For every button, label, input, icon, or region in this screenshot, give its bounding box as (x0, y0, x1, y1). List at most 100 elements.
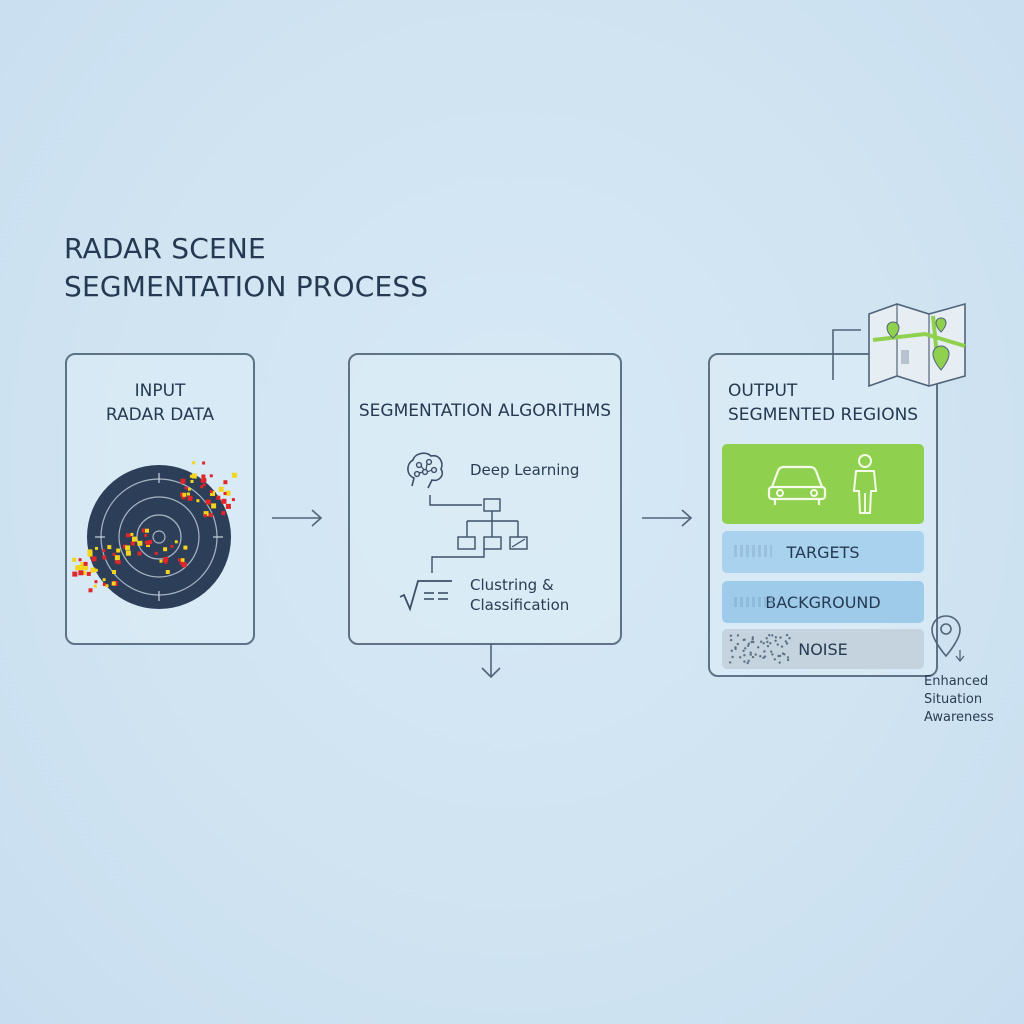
radar-echo (209, 513, 213, 518)
algorithms-title: SEGMENTATION ALGORITHMS (358, 401, 612, 421)
radar-echo (84, 566, 88, 571)
output-title-line-1: OUTPUT (728, 381, 798, 401)
enhanced-line-1: Enhanced (924, 674, 989, 689)
radar-echo (189, 474, 193, 478)
radar-echo (187, 495, 193, 501)
radar-echo (205, 499, 211, 505)
radar-echo (187, 492, 190, 496)
radar-echo (163, 547, 168, 552)
radar-echo (72, 571, 78, 577)
radar-echo (181, 495, 186, 500)
radar-echo (144, 540, 148, 544)
flow-arrow-1 (272, 509, 323, 527)
radar-echo (225, 490, 231, 496)
radar-echo (202, 483, 206, 487)
radar-echo (148, 540, 153, 544)
noise-dot (751, 636, 754, 639)
noise-dot (763, 650, 766, 653)
radar-echo (170, 544, 174, 548)
noise-dot (774, 639, 777, 642)
clustering-line-1: Clustring & (470, 576, 554, 594)
radar-echo (125, 550, 131, 556)
radar-echo (125, 545, 131, 551)
noise-dot (784, 640, 787, 643)
radar-echo (216, 495, 221, 500)
radar-echo (75, 565, 81, 571)
radar-echo (80, 562, 84, 565)
radar-echo (112, 552, 116, 556)
radar-echo (72, 557, 77, 562)
enhanced-line-3: Awareness (924, 710, 994, 725)
noise-dot (729, 638, 733, 642)
radar-echo (130, 541, 135, 546)
radar-echo (154, 551, 158, 555)
radar-echo (114, 555, 120, 561)
noise-dot (749, 651, 752, 654)
radar-echo (144, 533, 148, 537)
radar-echo (132, 536, 137, 542)
targets-highlight-region (722, 444, 924, 524)
noise-dot (736, 642, 739, 646)
radar-echo (203, 514, 207, 518)
region-noise: NOISE (722, 629, 924, 669)
radar-echo (90, 567, 96, 573)
radar-echo (179, 561, 183, 565)
noise-dot (743, 660, 746, 663)
noise-dot (744, 647, 747, 650)
radar-echo (190, 480, 194, 483)
region-targets-label: TARGETS (786, 542, 860, 562)
noise-dot (762, 642, 765, 645)
radar-echo (221, 498, 227, 504)
radar-echo (116, 548, 121, 553)
flow-arrow-2 (642, 509, 693, 527)
noise-dot (768, 634, 771, 637)
radar-echo (116, 560, 121, 565)
noise-dot (739, 656, 742, 659)
radar-echo (225, 503, 231, 509)
noise-dot (743, 638, 746, 641)
deep-learning-label: Deep Learning (470, 461, 580, 479)
radar-echo (102, 549, 106, 553)
radar-echo (211, 503, 217, 509)
radar-echo (125, 533, 130, 538)
flowchart-icon (429, 495, 528, 573)
radar-echo (184, 486, 188, 490)
radar-echo (221, 511, 226, 516)
radar-echo (94, 568, 98, 572)
noise-dot (730, 649, 733, 652)
noise-dot (788, 637, 791, 640)
noise-dot (743, 654, 746, 657)
radar-echo (191, 473, 197, 479)
noise-dot (749, 653, 752, 656)
noise-dot (747, 659, 750, 662)
radar-echo (223, 492, 227, 495)
noise-dot (742, 649, 745, 652)
noise-dot (765, 637, 768, 640)
input-panel: INPUT RADAR DATA (65, 353, 255, 645)
noise-dot (750, 640, 753, 644)
output-panel-title: OUTPUT SEGMENTED REGIONS (728, 379, 918, 427)
input-title-line-1: INPUT (134, 381, 186, 401)
radar-echo (200, 485, 204, 489)
radar-echo (93, 584, 97, 588)
clustering-label: Clustring & Classification (470, 575, 569, 615)
radar-echo (107, 545, 112, 550)
radar-echo (105, 584, 109, 588)
radar-echo (180, 492, 184, 497)
input-title-line-2: RADAR DATA (105, 405, 215, 425)
radar-echo (112, 570, 116, 574)
brain-icon (407, 452, 444, 489)
radar-echo (209, 474, 213, 478)
radar-echo (141, 528, 146, 533)
radar-echo (145, 528, 149, 533)
radar-echo (79, 564, 85, 570)
noise-dot (762, 656, 765, 659)
radar-echo (203, 511, 209, 517)
noise-dot (760, 640, 763, 643)
radar-echo (95, 546, 98, 550)
noise-dot (786, 658, 790, 662)
noise-dot (731, 655, 734, 659)
radar-echo (223, 480, 228, 485)
region-noise-label: NOISE (798, 639, 848, 659)
page-title: RADAR SCENE SEGMENTATION PROCESS (64, 230, 428, 306)
